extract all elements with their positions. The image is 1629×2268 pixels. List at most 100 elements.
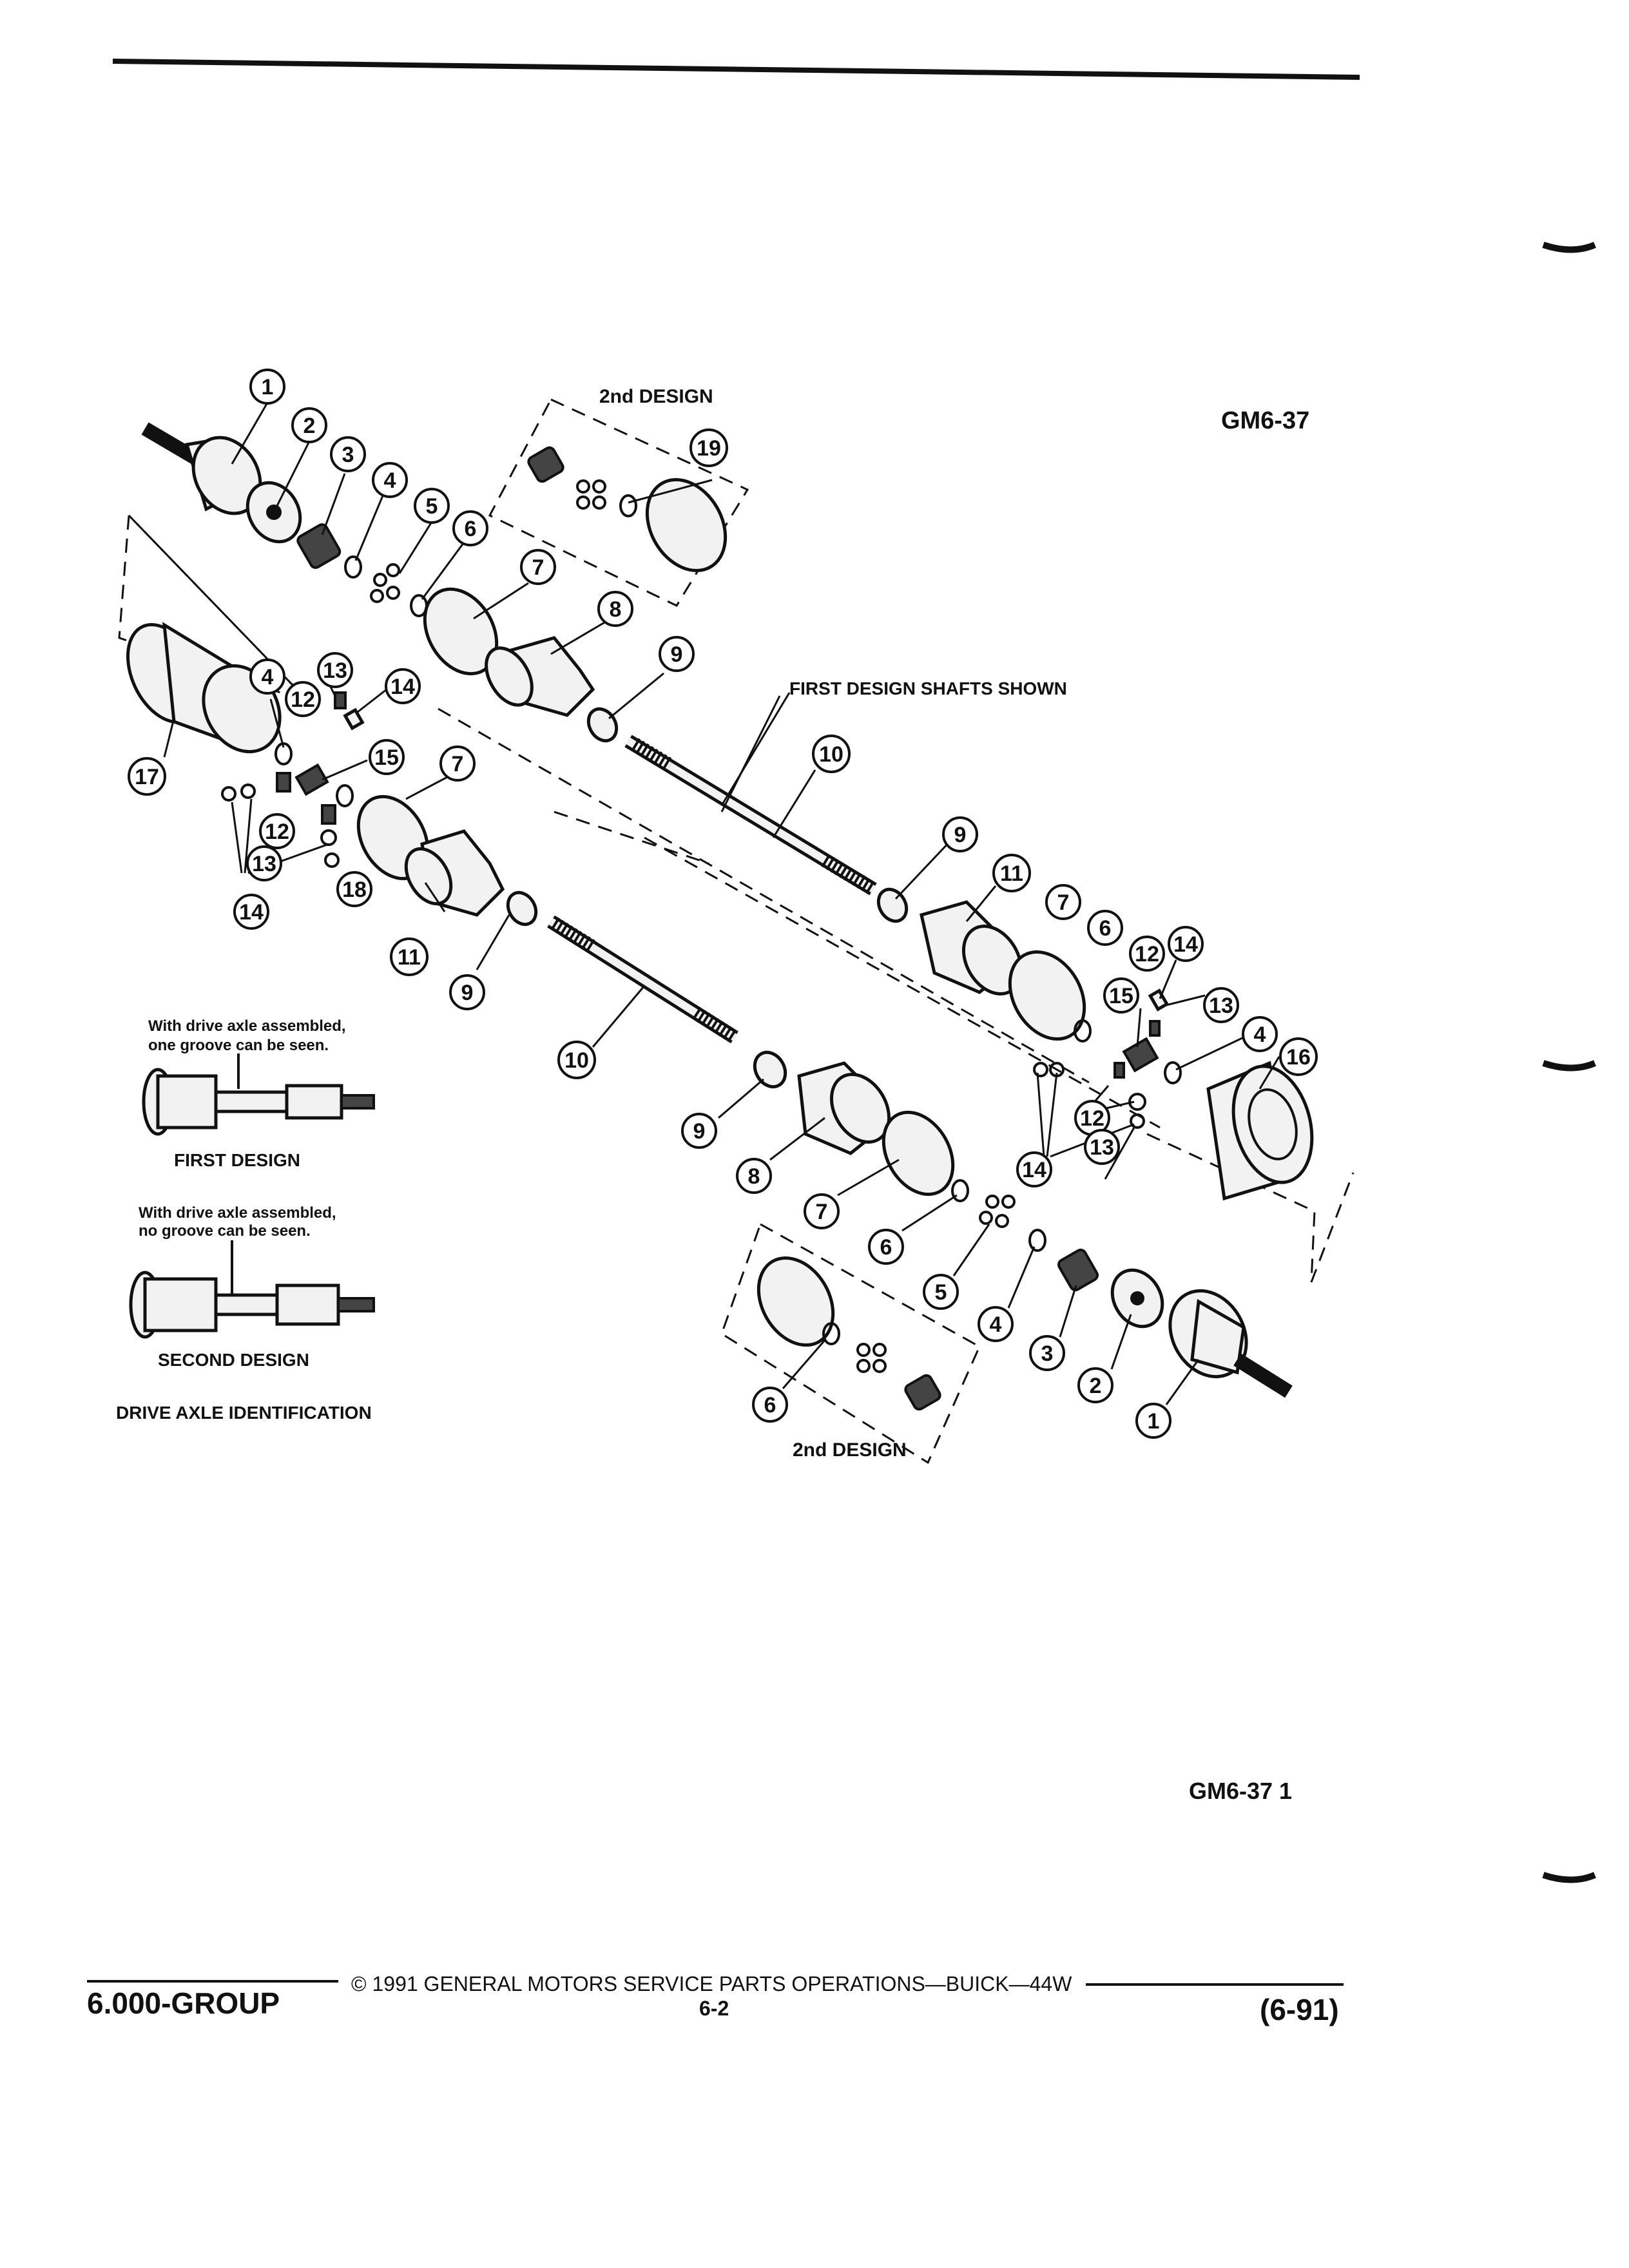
- snap-ring-upper: [344, 555, 362, 579]
- svg-text:12: 12: [291, 687, 315, 712]
- svg-text:14: 14: [239, 900, 264, 925]
- svg-text:3: 3: [342, 443, 354, 467]
- svg-text:2: 2: [1090, 1374, 1102, 1398]
- svg-text:11: 11: [1000, 861, 1023, 886]
- svg-text:1: 1: [262, 375, 274, 399]
- svg-text:7: 7: [532, 555, 545, 580]
- spider-left: [221, 691, 365, 868]
- outer-cv-joint-lower: [1168, 1289, 1293, 1398]
- top-rule: [112, 59, 1360, 80]
- guide-line-c: [554, 811, 709, 865]
- figure-code: GM6-37: [1221, 407, 1309, 434]
- callout-6-right: 6: [1087, 910, 1123, 946]
- callout-7-left: 7: [439, 745, 476, 782]
- callout-3-lower: 3: [1029, 1335, 1065, 1371]
- svg-text:13: 13: [323, 658, 347, 683]
- footer-copyright: © 1991 GENERAL MOTORS SERVICE PARTS OPER…: [351, 1972, 1072, 1995]
- edge-mark: [1542, 1060, 1596, 1072]
- second-note-line2: no groove can be seen.: [139, 1222, 311, 1240]
- callout-9-top: 9: [659, 636, 695, 672]
- drive-axle-identification: DRIVE AXLE IDENTIFICATION: [116, 1403, 372, 1423]
- svg-text:9: 9: [461, 981, 474, 1005]
- callout-3-top: 3: [330, 436, 366, 472]
- callout-13-right: 13: [1203, 987, 1239, 1023]
- svg-text:13: 13: [1209, 994, 1233, 1018]
- first-note-line2: one groove can be seen.: [148, 1037, 329, 1054]
- callouts: 1 2 3 4 5 6 7 8 9 19 10 9 11 7 6 12 14 1…: [128, 369, 1318, 1439]
- lower-right-guide: [1146, 1133, 1354, 1283]
- callout-15-left: 15: [369, 739, 405, 775]
- callout-15-right: 15: [1103, 977, 1139, 1014]
- callout-14-left-lower: 14: [233, 894, 269, 930]
- callout-11-left: 11: [390, 937, 429, 976]
- svg-text:14: 14: [390, 675, 415, 699]
- clamp-lower-right: [753, 1050, 787, 1089]
- svg-text:4: 4: [990, 1312, 1002, 1337]
- svg-text:14: 14: [1173, 932, 1198, 957]
- tripot-housing-right: [1206, 1061, 1314, 1201]
- svg-text:9: 9: [954, 823, 967, 847]
- callout-18: 18: [336, 871, 372, 907]
- svg-text:9: 9: [671, 642, 683, 667]
- callout-9-right: 9: [942, 816, 978, 852]
- callout-10-lower: 10: [557, 1041, 596, 1079]
- svg-text:12: 12: [265, 820, 289, 844]
- second-design-top-box: [488, 398, 749, 607]
- svg-text:6: 6: [1099, 916, 1112, 941]
- svg-text:15: 15: [374, 745, 399, 770]
- svg-text:16: 16: [1286, 1045, 1311, 1070]
- callout-14-right-lower: 14: [1016, 1151, 1052, 1187]
- guide-line-d: [644, 836, 1161, 1129]
- callout-9-left: 9: [449, 974, 485, 1010]
- axle-shaft-upper: [624, 735, 877, 896]
- callout-5-top: 5: [414, 488, 450, 524]
- svg-text:14: 14: [1022, 1158, 1046, 1182]
- callout-4-left: 4: [249, 658, 285, 695]
- callout-6-second-design: 6: [752, 1387, 788, 1423]
- callout-4-lower: 4: [978, 1306, 1014, 1342]
- boot-upper-right: [920, 900, 1023, 995]
- callout-12-right: 12: [1129, 936, 1165, 972]
- seal-retainer-upper-right: [1008, 950, 1086, 1041]
- callout-12-left-lower: 12: [259, 813, 295, 849]
- figure-id-bottom: GM6-37 1: [1189, 1778, 1292, 1804]
- snap-ring-lower: [1028, 1229, 1046, 1252]
- callout-10-top: 10: [812, 735, 851, 773]
- callout-19: 19: [689, 428, 728, 467]
- second-design-bottom-label: 2nd DESIGN: [793, 1439, 907, 1461]
- svg-text:19: 19: [697, 436, 721, 461]
- tripot-housing-left: [126, 622, 282, 754]
- clamp-upper: [586, 707, 619, 743]
- guide-line-b: [438, 707, 1090, 1084]
- footer-page: 6-2: [699, 1997, 729, 2020]
- clamp-lower: [506, 890, 538, 927]
- callout-2-top: 2: [291, 407, 327, 443]
- svg-text:8: 8: [610, 597, 622, 622]
- outer-cv-joint-upper: [141, 422, 262, 515]
- svg-text:13: 13: [252, 852, 276, 876]
- boot-lower-right: [797, 1061, 891, 1155]
- svg-text:3: 3: [1041, 1341, 1054, 1366]
- callout-11-right: 11: [992, 854, 1031, 892]
- clamp-upper-right: [876, 887, 909, 923]
- callout-12-right-lower: 12: [1074, 1100, 1110, 1136]
- first-design-label: FIRST DESIGN: [174, 1150, 300, 1170]
- seal-retainer-lower-right: [882, 1110, 955, 1196]
- callout-16: 16: [1279, 1037, 1318, 1076]
- callout-9-lower: 9: [681, 1113, 717, 1149]
- leader-lines: [163, 402, 1280, 1405]
- svg-text:9: 9: [693, 1119, 706, 1144]
- callout-12-left: 12: [285, 681, 321, 717]
- spider-upper-right: [1033, 988, 1182, 1129]
- callout-2-lower: 2: [1077, 1367, 1113, 1403]
- shafts-note-leader: [720, 692, 791, 806]
- ring-upper-right: [1074, 1019, 1092, 1043]
- second-note-line1: With drive axle assembled,: [139, 1204, 336, 1222]
- svg-text:18: 18: [342, 878, 367, 902]
- svg-text:1: 1: [1148, 1409, 1160, 1434]
- callout-1-lower: 1: [1135, 1403, 1171, 1439]
- callout-14-left: 14: [385, 668, 421, 704]
- svg-text:5: 5: [935, 1280, 947, 1305]
- svg-text:12: 12: [1080, 1106, 1104, 1131]
- callout-6-lower: 6: [868, 1229, 904, 1265]
